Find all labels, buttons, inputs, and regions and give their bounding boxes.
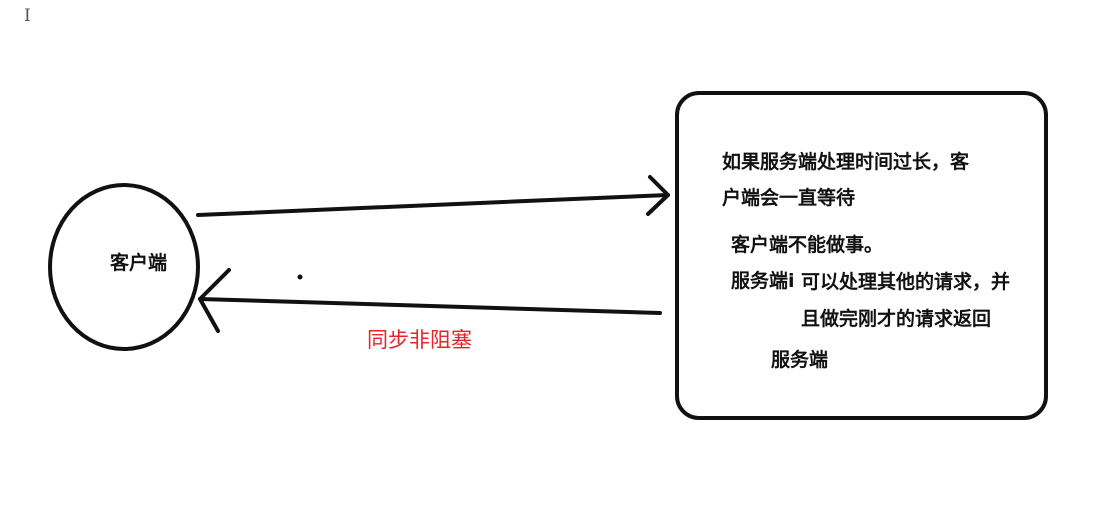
server-box	[675, 91, 1048, 420]
server-note-line-1: 如果服务端处理时间过长，客	[722, 151, 970, 173]
text-cursor-icon: I	[24, 6, 31, 26]
server-note-line-4: 服务端i	[731, 270, 795, 292]
response-arrow-head	[198, 268, 231, 333]
server-note-line-2: 户端会一直等待	[722, 187, 856, 209]
mode-label: 同步非阻塞	[367, 328, 472, 352]
server-note-line-5: 可以处理其他的请求，并	[801, 271, 1011, 293]
response-arrow-line	[198, 297, 662, 315]
client-label: 客户端	[110, 252, 168, 274]
client-circle	[48, 183, 200, 351]
request-arrow-head	[646, 175, 670, 216]
server-note-line-6: 且做完刚才的请求返回	[801, 308, 992, 330]
request-arrow-line	[196, 193, 670, 217]
server-note-line-3: 客户端不能做事。	[731, 234, 884, 256]
stray-dot	[297, 274, 303, 280]
server-note-line-7: 服务端	[771, 349, 829, 371]
